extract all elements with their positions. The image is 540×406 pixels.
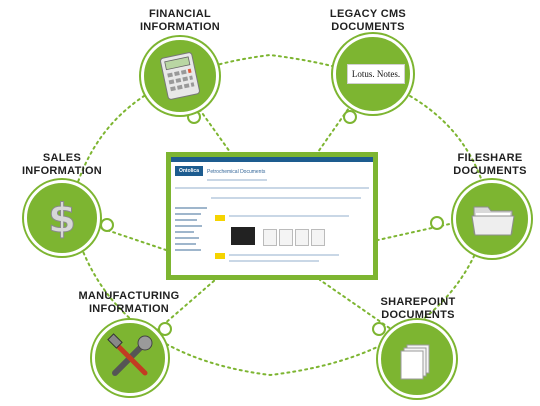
sidebar-line (175, 243, 196, 245)
tools-icon (107, 333, 153, 376)
spoke-manufacturing (139, 279, 216, 346)
screenshot-top-bar (171, 157, 373, 162)
sharepoint-label-line1: SHAREPOINT (380, 296, 456, 308)
sharepoint-node (378, 320, 456, 398)
sales-label-line1: SALES (42, 152, 82, 164)
manufacturing-label-line2: INFORMATION (88, 303, 170, 315)
calculator-icon (160, 52, 200, 100)
screenshot-title: Petrochemical Documents (207, 169, 266, 175)
folder-icon (471, 206, 515, 236)
sidebar-line (175, 213, 201, 215)
result-line (229, 215, 349, 217)
connector-dot (158, 322, 172, 336)
ontolica-logo: Ontolica (175, 166, 203, 176)
financial-label-line1: FINANCIAL (149, 8, 211, 20)
result-thumbnail (311, 229, 325, 246)
screenshot-sidebar (175, 207, 207, 255)
sidebar-line (175, 237, 199, 239)
sharepoint-label-line2: DOCUMENTS (381, 309, 455, 321)
fileshare-label: FILESHARE DOCUMENTS (440, 152, 540, 178)
legacy-cms-label: LEGACY CMS DOCUMENTS (318, 8, 418, 34)
screenshot-window: Ontolica Petrochemical Documents (171, 157, 373, 275)
fileshare-node (453, 180, 531, 258)
sales-label-line2: INFORMATION (21, 165, 103, 177)
manufacturing-label-line1: MANUFACTURING (78, 290, 180, 302)
fileshare-label-line2: DOCUMENTS (453, 165, 527, 177)
sidebar-line (175, 207, 207, 209)
financial-node (141, 37, 219, 115)
fileshare-label-line1: FILESHARE (457, 152, 523, 164)
screenshot-search-bar (175, 187, 369, 189)
financial-label-line2: INFORMATION (139, 21, 221, 33)
connector-dot (343, 110, 357, 124)
screenshot-nav-bar (207, 179, 267, 181)
sidebar-line (175, 225, 203, 227)
sales-label: SALES INFORMATION (12, 152, 112, 178)
manufacturing-label: MANUFACTURING INFORMATION (74, 290, 184, 316)
lotus-notes-icon: Lotus. Notes. (347, 64, 405, 84)
connector-dot (430, 216, 444, 230)
legacy-cms-label-line1: LEGACY CMS (329, 8, 407, 20)
result-line (229, 260, 319, 262)
legacy-cms-label-line2: DOCUMENTS (331, 21, 405, 33)
document-stack-icon (400, 344, 430, 380)
result-line (229, 254, 339, 256)
connector-dot (372, 322, 386, 336)
result-preview (231, 227, 255, 245)
result-icon (215, 215, 225, 221)
dollar-sign-icon: $ (48, 196, 77, 243)
center-screenshot: Ontolica Petrochemical Documents (166, 152, 378, 280)
result-thumbnail (263, 229, 277, 246)
svg-text:$: $ (48, 196, 76, 242)
sidebar-line (175, 231, 195, 233)
manufacturing-node (92, 320, 168, 396)
spoke-financial (174, 74, 231, 153)
sidebar-line (175, 249, 201, 251)
legacy-cms-node: Lotus. Notes. (333, 34, 413, 114)
result-icon (215, 253, 225, 259)
sharepoint-label: SHAREPOINT DOCUMENTS (368, 296, 468, 322)
screenshot-filter-bar (211, 197, 361, 199)
result-thumbnail (279, 229, 293, 246)
financial-label: FINANCIAL INFORMATION (130, 8, 230, 34)
connector-dot (100, 218, 114, 232)
sidebar-line (175, 219, 198, 221)
sales-node: $ (24, 180, 100, 256)
result-thumbnail (295, 229, 309, 246)
